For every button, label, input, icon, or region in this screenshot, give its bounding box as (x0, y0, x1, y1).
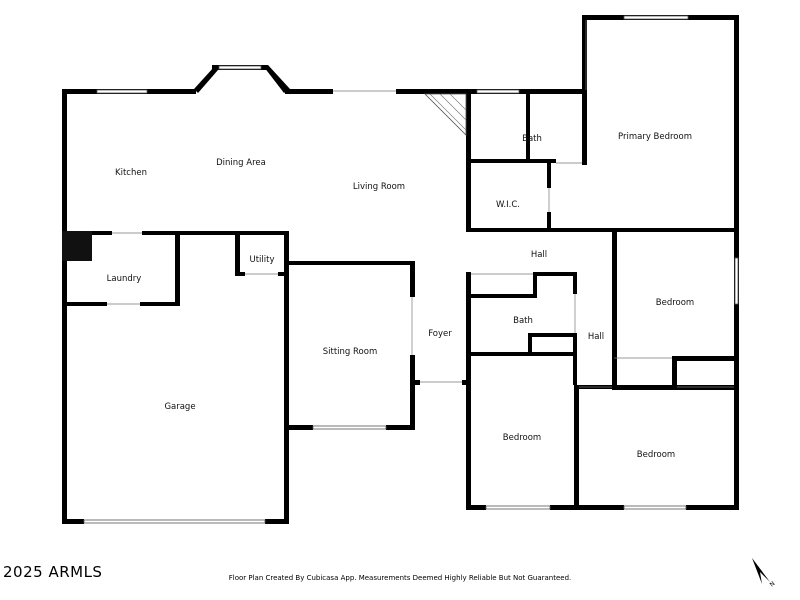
room-label-wic: W.I.C. (496, 200, 520, 210)
room-label-bedroom-right: Bedroom (656, 298, 694, 308)
room-labels: Kitchen Dining Area Living Room Bath Pri… (107, 132, 695, 460)
room-label-laundry: Laundry (107, 274, 142, 284)
room-label-hall-mid: Hall (588, 332, 604, 342)
room-label-garage: Garage (164, 402, 195, 412)
copyright-text: 2025 ARMLS (3, 563, 103, 581)
room-label-foyer: Foyer (428, 329, 452, 339)
north-arrow-icon: N (752, 558, 777, 588)
room-label-bath-top: Bath (522, 134, 542, 144)
room-label-kitchen: Kitchen (115, 168, 147, 178)
walls (62, 15, 739, 524)
room-label-dining-area: Dining Area (216, 158, 266, 168)
room-label-primary-bedroom: Primary Bedroom (618, 132, 692, 142)
room-label-bath-mid: Bath (513, 316, 533, 326)
room-label-bedroom-mid: Bedroom (503, 433, 541, 443)
room-label-sitting-room: Sitting Room (323, 347, 377, 357)
room-label-living-room: Living Room (353, 182, 405, 192)
windows (83, 15, 739, 524)
disclaimer-text: Floor Plan Created By Cubicasa App. Meas… (228, 574, 572, 582)
door-openings (107, 20, 734, 388)
room-label-hall-top: Hall (531, 250, 547, 260)
svg-text:N: N (769, 580, 777, 588)
fireplace (424, 93, 467, 136)
room-label-bedroom-bottom: Bedroom (637, 450, 675, 460)
room-label-utility: Utility (249, 255, 274, 265)
